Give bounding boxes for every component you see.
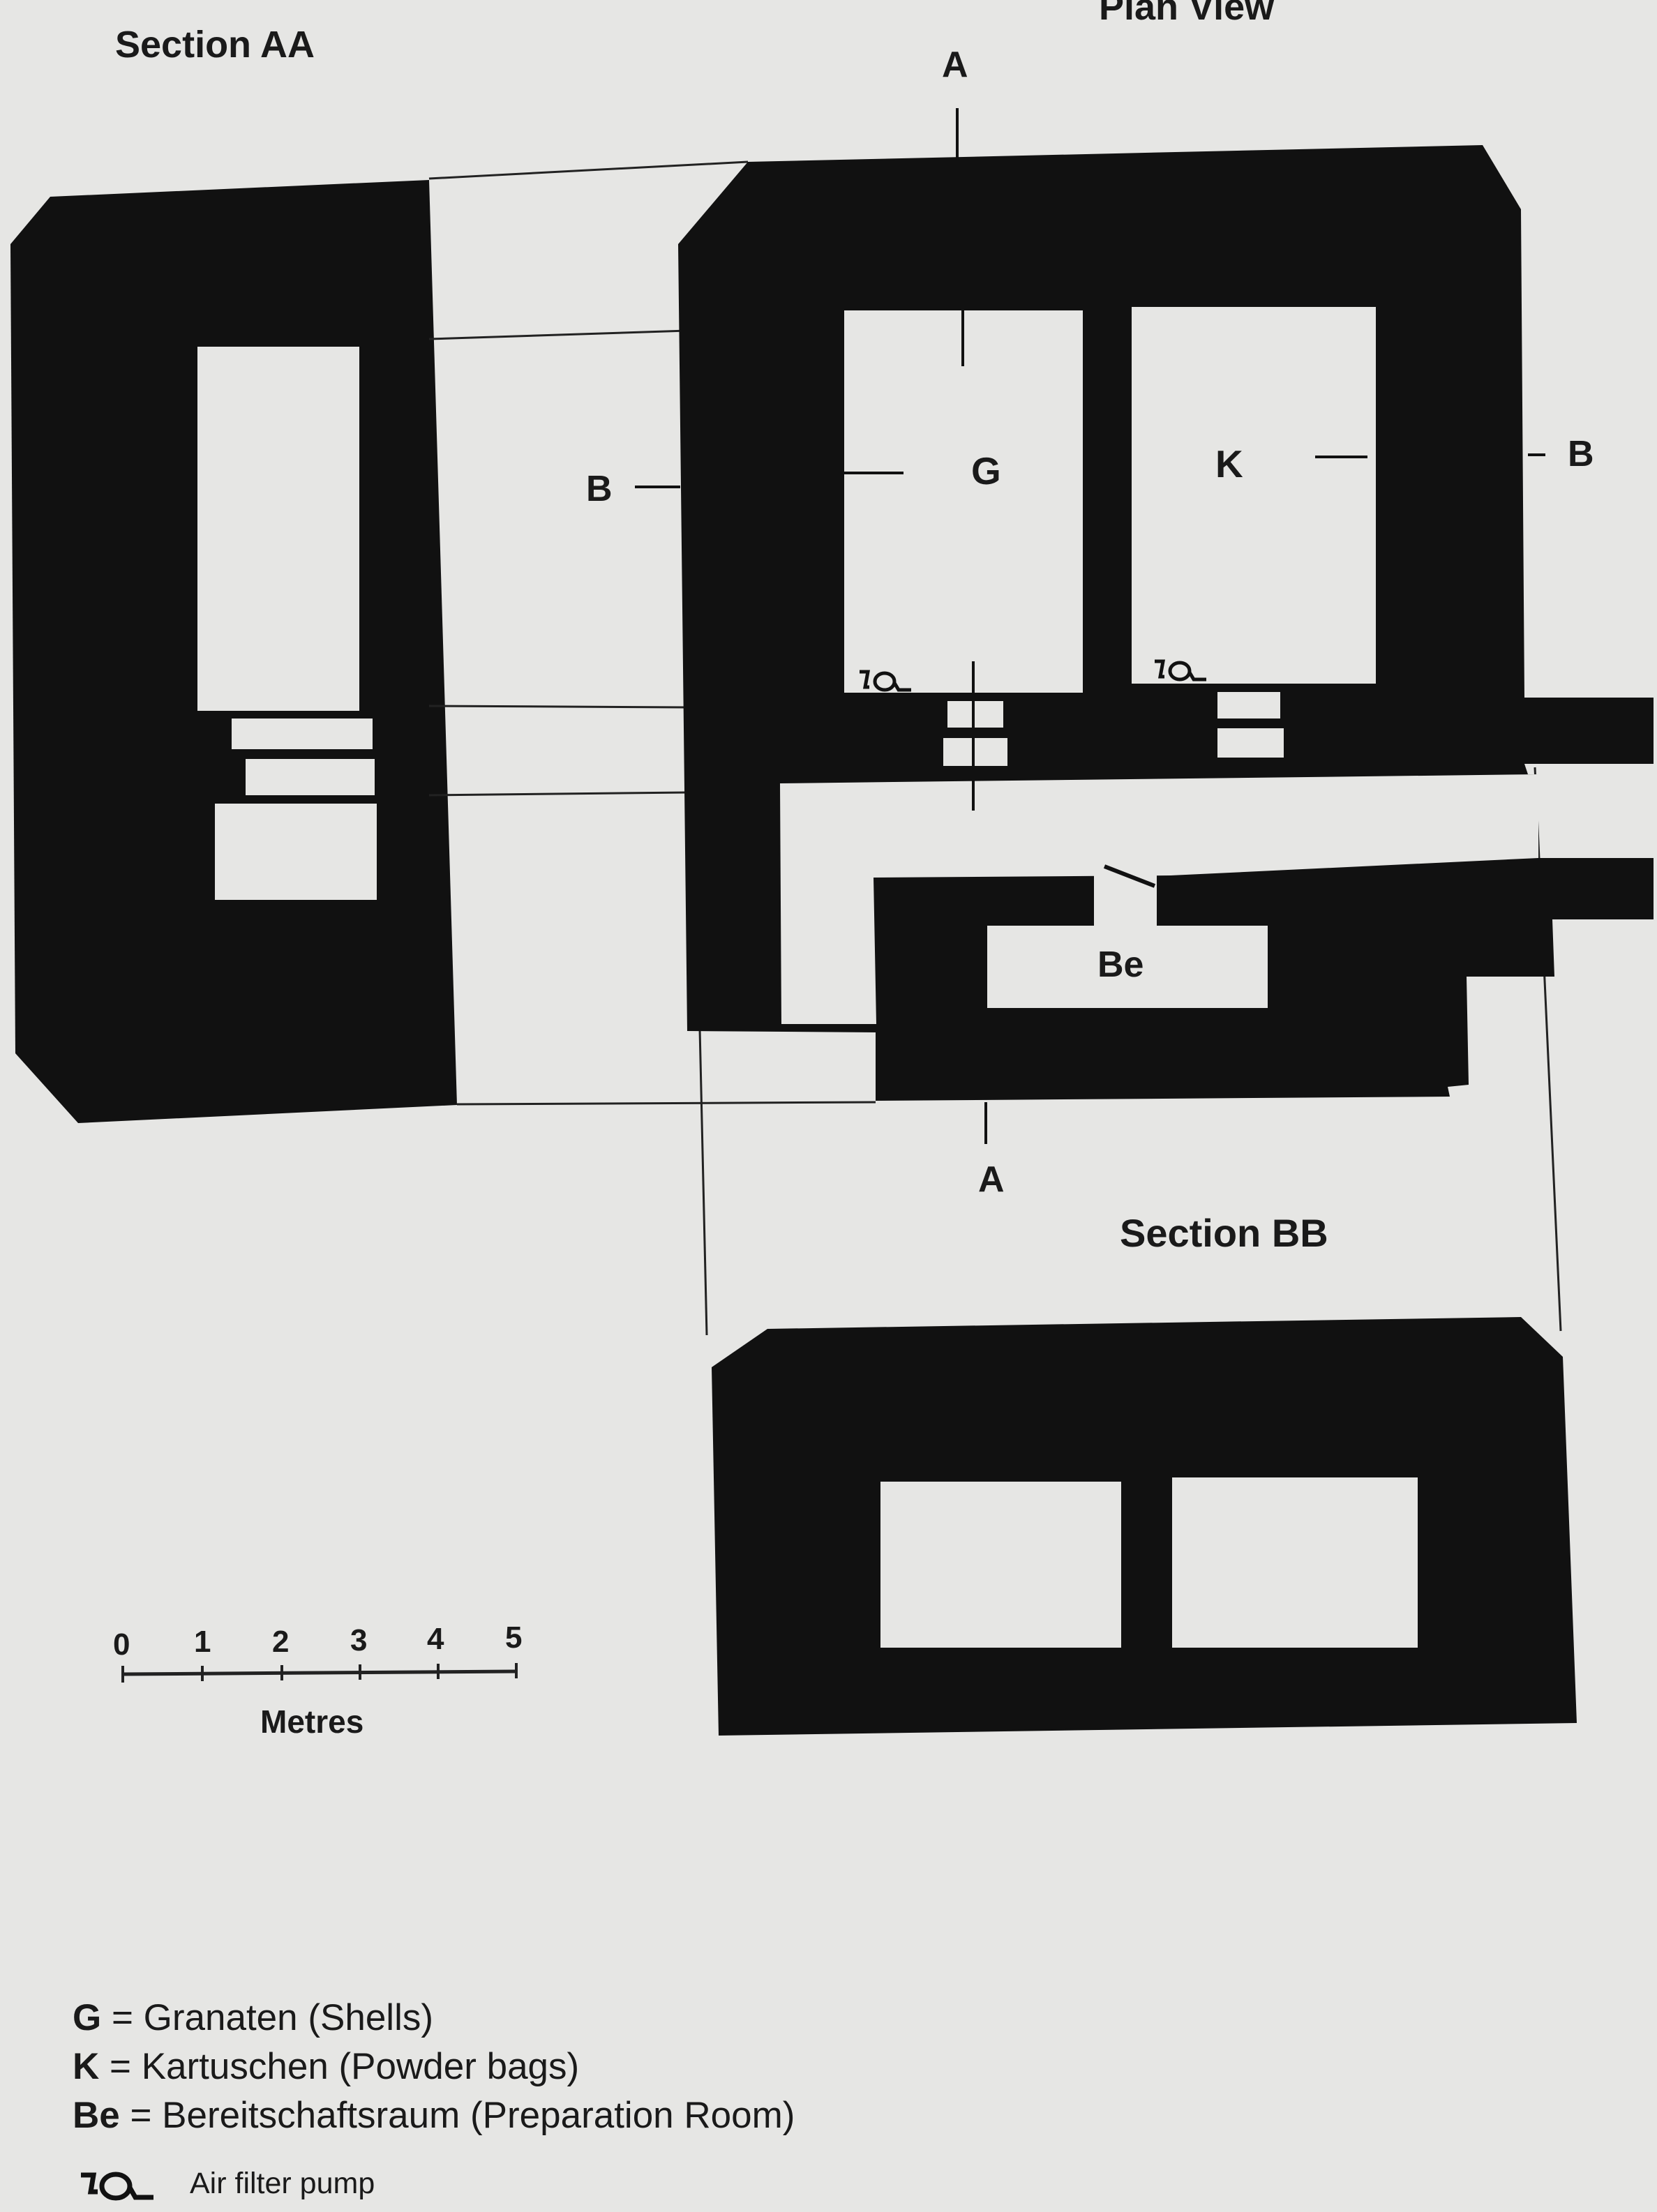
scale-tick-0: 0 <box>113 1627 130 1662</box>
cut-label-a-bottom: A <box>978 1159 1005 1200</box>
section-bb-title: Section BB <box>1120 1211 1328 1255</box>
legend-key: Be <box>73 2095 120 2136</box>
air-filter-pump-icon <box>1155 659 1206 682</box>
legend-item-g: G = Granaten (Shells) <box>73 1994 795 2042</box>
legend-key: G <box>73 1997 102 2038</box>
legend: G = Granaten (Shells) K = Kartuschen (Po… <box>73 1994 795 2140</box>
scale-unit-label: Metres <box>260 1703 363 1740</box>
scale-tick-2: 2 <box>272 1625 289 1659</box>
legend-item-be: Be = Bereitschaftsraum (Preparation Room… <box>73 2091 795 2140</box>
air-filter-pump-icon <box>860 670 911 692</box>
section-aa-title: Section AA <box>115 24 315 66</box>
cut-label-a-top: A <box>942 45 968 85</box>
air-filter-pump-icon <box>81 2172 153 2201</box>
legend-text: = Bereitschaftsraum (Preparation Room) <box>130 2095 795 2136</box>
scale-tick-1: 1 <box>194 1625 211 1659</box>
cut-lines <box>635 108 1545 1144</box>
room-label-be: Be <box>1097 945 1144 985</box>
scale-tick-5: 5 <box>505 1620 522 1655</box>
scale-bar: 0 1 2 3 4 5 Metres <box>113 1620 522 1740</box>
cut-label-b-right: B <box>1568 434 1594 474</box>
scale-tick-3: 3 <box>350 1623 367 1657</box>
legend-item-k: K = Kartuschen (Powder bags) <box>73 2042 795 2091</box>
section-aa <box>10 180 457 1123</box>
pump-legend-text: Air filter pump <box>190 2166 375 2200</box>
room-label-g: G <box>971 449 1001 492</box>
scale-tick-4: 4 <box>427 1622 444 1656</box>
legend-text: = Granaten (Shells) <box>111 1997 434 2038</box>
room-label-k: K <box>1215 442 1243 486</box>
legend-text: = Kartuschen (Powder bags) <box>110 2046 580 2087</box>
plan-view <box>678 145 1654 1101</box>
legend-key: K <box>73 2046 100 2087</box>
legend-item-pump: Air filter pump <box>77 2162 375 2204</box>
projection-lines <box>428 160 1562 1336</box>
plan-view-title: Plan View <box>1099 0 1275 28</box>
cut-label-b-left: B <box>586 469 613 509</box>
section-bb <box>712 1317 1577 1736</box>
